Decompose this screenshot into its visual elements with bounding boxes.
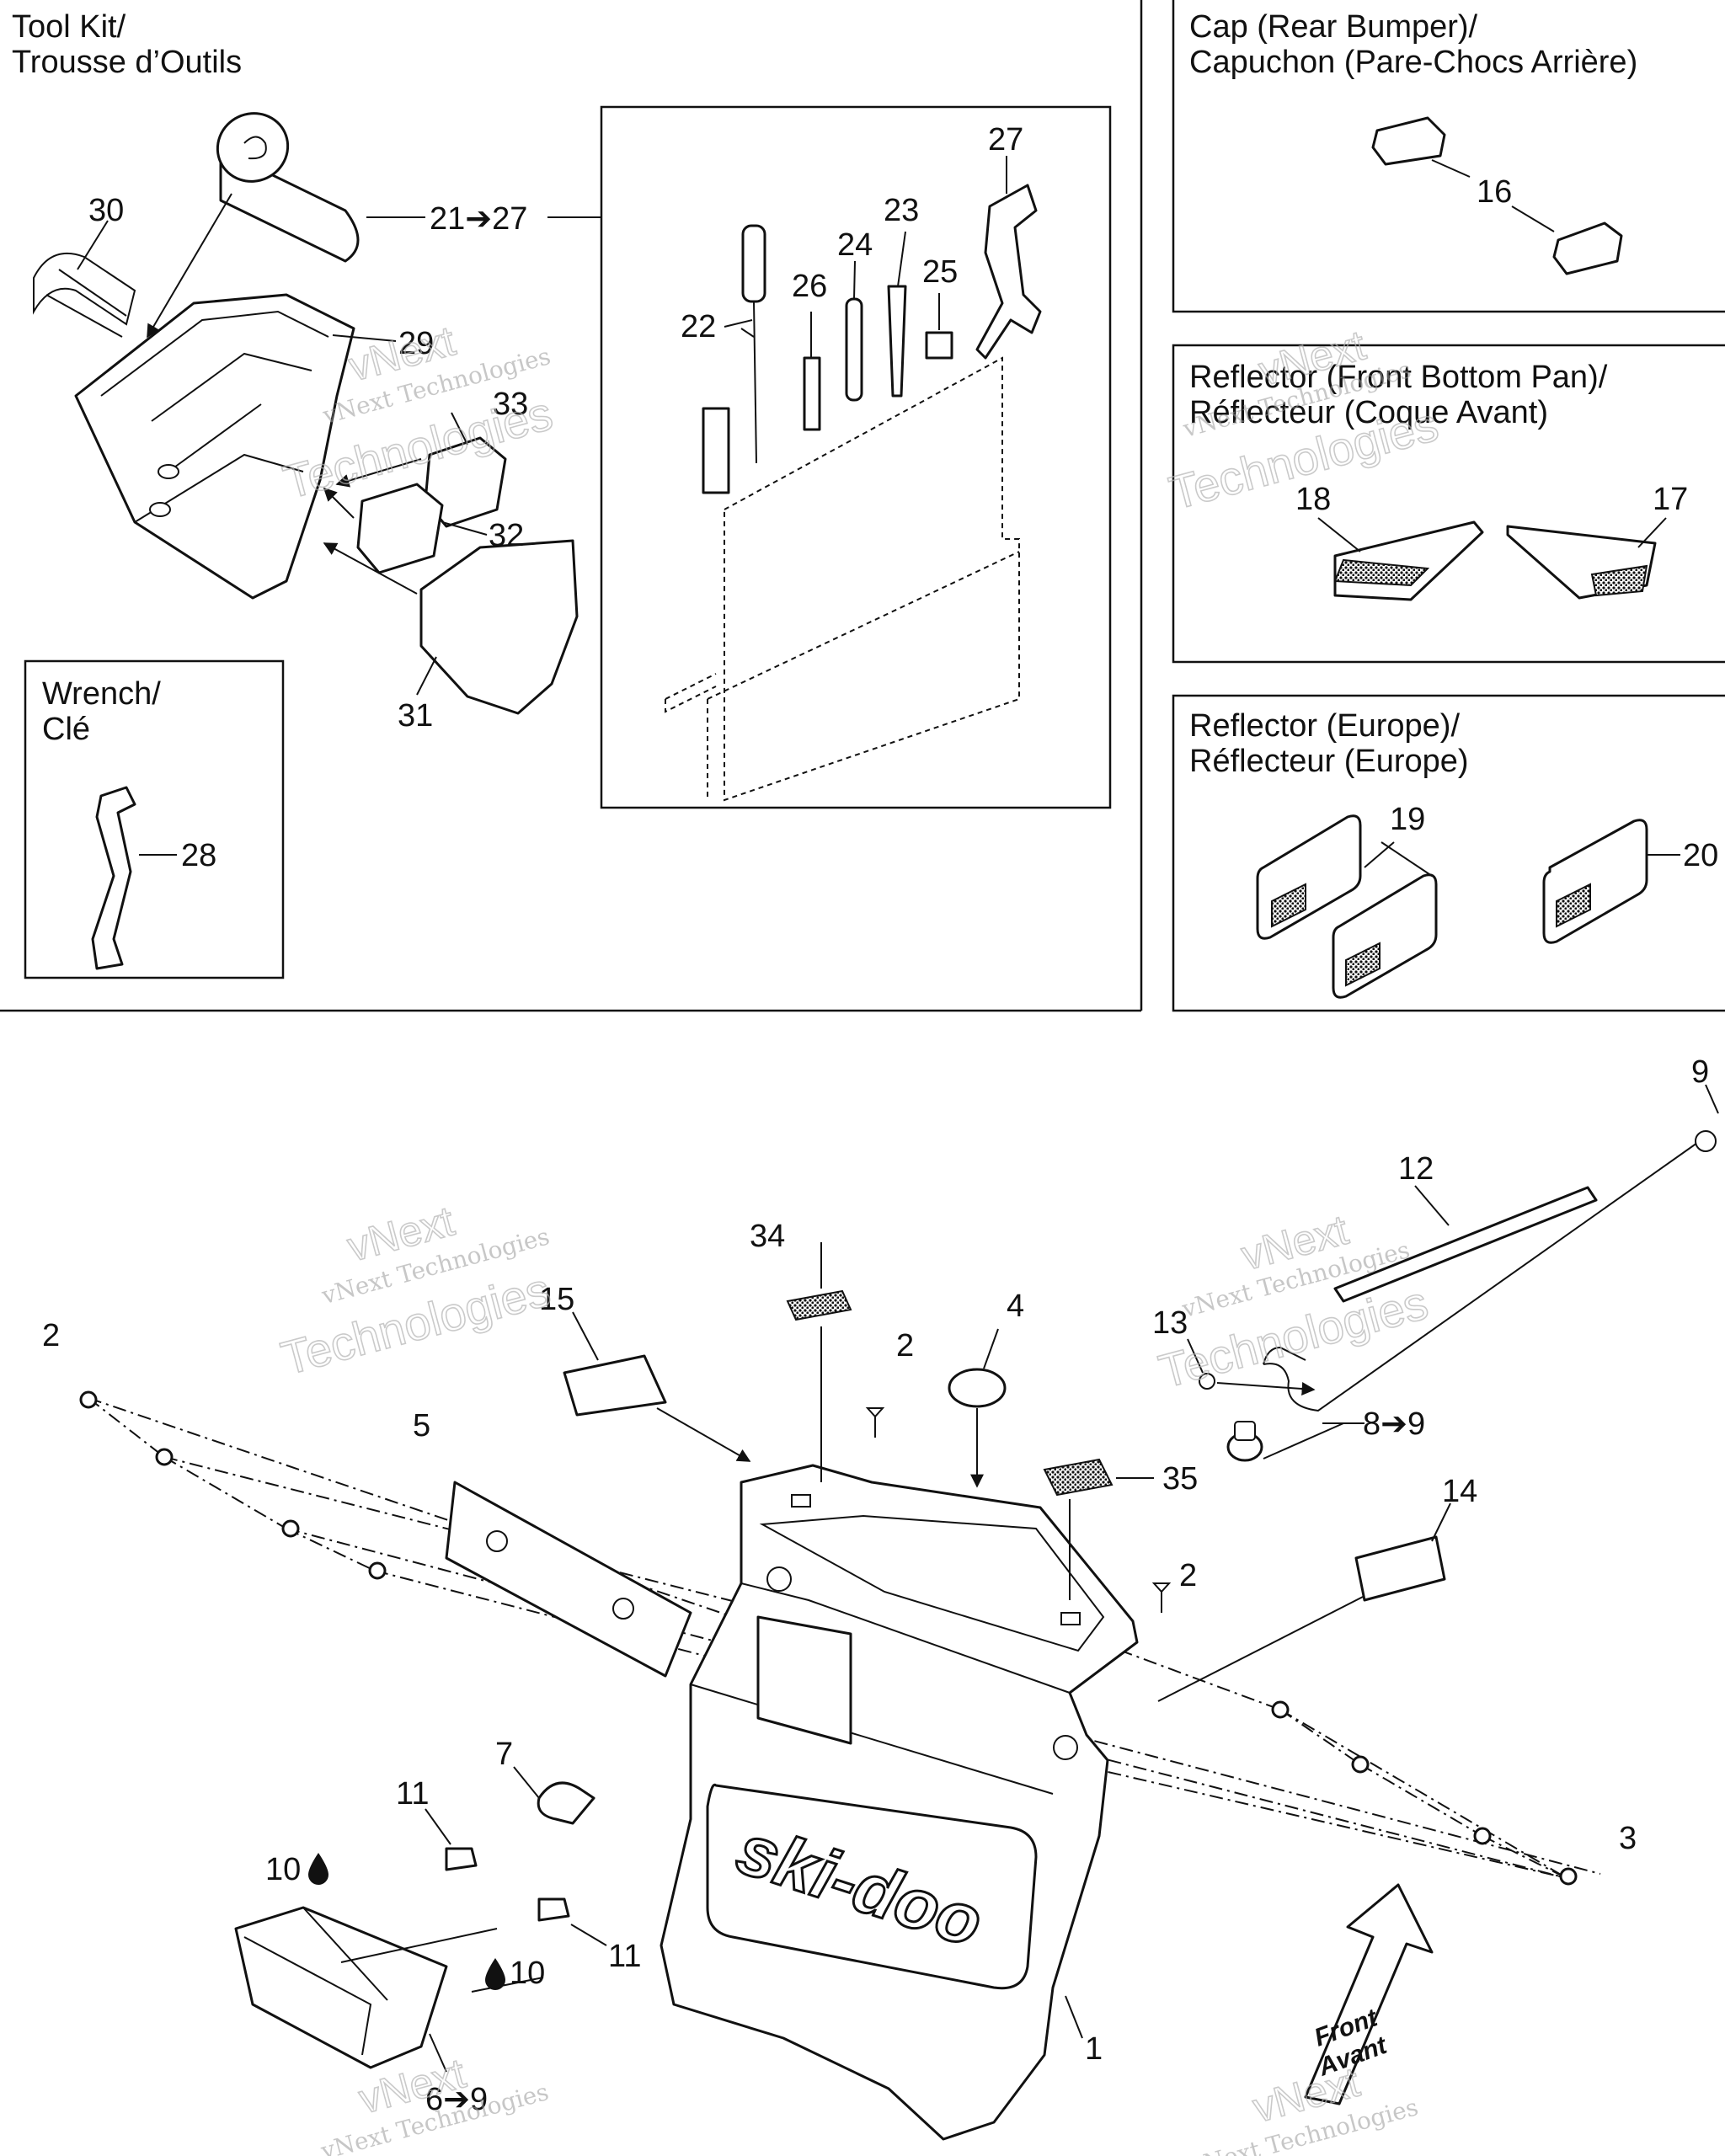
strap — [33, 253, 136, 326]
tool-box-contents — [547, 156, 1042, 802]
callout-10-right: 10 — [510, 1956, 545, 1991]
bulb-7 — [537, 1781, 595, 1825]
callout-3: 3 — [1619, 1821, 1637, 1856]
callout-31: 31 — [398, 698, 433, 734]
cap-title-line1: Cap (Rear Bumper)/ — [1189, 9, 1478, 45]
emblem-4 — [948, 1368, 1007, 1408]
tool-kit-section: Tool Kit/ Trousse d’Outils — [12, 9, 242, 80]
tail-light-housing — [234, 1906, 448, 2069]
reflector-front-title-line1: Reflector (Front Bottom Pan)/ — [1189, 360, 1608, 395]
callout-32: 32 — [489, 518, 524, 553]
callout-34: 34 — [750, 1219, 785, 1254]
callout-2-left: 2 — [42, 1318, 60, 1353]
wrench-title-line1: Wrench/ — [42, 676, 161, 712]
callout-8-9: 8➔9 — [1363, 1406, 1425, 1442]
tool-case — [74, 293, 355, 600]
callout-12: 12 — [1398, 1151, 1434, 1187]
wrench-title-line2: Clé — [42, 712, 90, 747]
reflector-europe-title-line2: Réflecteur (Europe) — [1189, 744, 1469, 779]
main-assembly: ski-doo — [79, 1084, 1719, 2141]
callout-11-bottom: 11 — [608, 1939, 641, 1974]
wrench-23 — [887, 285, 907, 398]
panel-frames — [0, 0, 1725, 1012]
callout-25: 25 — [922, 254, 958, 290]
callout-26: 26 — [792, 269, 827, 304]
callout-28: 28 — [181, 838, 216, 873]
cap-drawing — [1371, 116, 1623, 275]
drop-icon — [308, 1853, 328, 1885]
hex-bit — [803, 356, 821, 431]
callout-16: 16 — [1477, 174, 1512, 210]
callout-35: 35 — [1162, 1461, 1198, 1497]
clip-25 — [925, 331, 953, 360]
foam-pad-32 — [356, 483, 444, 574]
reflector-europe-drawing — [1256, 814, 1680, 999]
drop-icon — [485, 1958, 505, 1990]
callout-1: 1 — [1085, 2031, 1103, 2067]
callout-10-left: 10 — [265, 1852, 301, 1887]
reflector-strip-12 — [1333, 1186, 1598, 1303]
callout-29: 29 — [398, 326, 434, 361]
screwdriver-handle — [741, 224, 766, 303]
callout-4: 4 — [1007, 1289, 1024, 1324]
callout-9: 9 — [1691, 1054, 1709, 1090]
grommet-11b — [537, 1897, 570, 1922]
callout-15: 15 — [539, 1282, 574, 1317]
decal-15 — [563, 1354, 667, 1417]
tool-kit-title-line2: Trousse d’Outils — [12, 45, 242, 80]
callout-7: 7 — [495, 1737, 513, 1772]
callout-6-9: 6➔9 — [425, 2082, 488, 2117]
callout-13: 13 — [1152, 1305, 1188, 1341]
decal-35 — [1043, 1458, 1114, 1497]
tail-light-parts — [234, 1766, 607, 2073]
rivets — [79, 1390, 1578, 1886]
multi-tool-27 — [975, 184, 1042, 360]
callout-21-27: 21➔27 — [430, 201, 527, 237]
cap-title-line2: Capuchon (Pare-Chocs Arrière) — [1189, 45, 1637, 80]
callout-22: 22 — [681, 309, 716, 344]
callout-20: 20 — [1683, 838, 1718, 873]
callout-23: 23 — [884, 193, 919, 228]
callout-24: 24 — [837, 227, 873, 263]
decal-14 — [1354, 1535, 1446, 1602]
callout-19: 19 — [1390, 802, 1425, 837]
callout-2-center: 2 — [896, 1328, 914, 1364]
foam-pad-31 — [419, 539, 579, 715]
reflector-europe-section: Reflector (Europe)/ Réflecteur (Europe) — [1189, 708, 1469, 779]
reflector-front-section: Reflector (Front Bottom Pan)/ Réflecteur… — [1189, 360, 1608, 430]
rear-flap-assembly: ski-doo — [660, 1464, 1139, 2141]
reflector-front-title-line2: Réflecteur (Coque Avant) — [1189, 395, 1548, 430]
tool-kit-title-line1: Tool Kit/ — [12, 9, 126, 45]
grommet-11a — [445, 1847, 478, 1871]
wrench-drawing — [91, 786, 177, 970]
decal-34 — [786, 1289, 852, 1321]
tool-kit-drawing — [33, 112, 579, 715]
reflector-europe-title-line1: Reflector (Europe)/ — [1189, 708, 1460, 744]
callout-14: 14 — [1442, 1474, 1477, 1509]
tool-roll — [216, 112, 360, 263]
callout-30: 30 — [88, 193, 124, 228]
callout-17: 17 — [1653, 482, 1688, 517]
callout-11-top: 11 — [396, 1776, 429, 1812]
tool-24 — [845, 297, 863, 402]
cap-section: Cap (Rear Bumper)/ Capuchon (Pare-Chocs … — [1189, 9, 1637, 80]
callouts: 30 21➔27 29 33 32 31 27 23 24 25 26 22 2… — [42, 122, 1718, 2117]
callout-2-right: 2 — [1179, 1558, 1197, 1593]
callout-18: 18 — [1295, 482, 1331, 517]
bracket-5 — [445, 1481, 692, 1678]
wrench-section: Wrench/ Clé — [42, 676, 161, 747]
antenna-rod — [1263, 1136, 1706, 1412]
callout-33: 33 — [493, 387, 528, 422]
callout-27: 27 — [988, 122, 1023, 157]
reflector-front-drawing — [1317, 517, 1667, 601]
callout-5: 5 — [413, 1408, 430, 1444]
